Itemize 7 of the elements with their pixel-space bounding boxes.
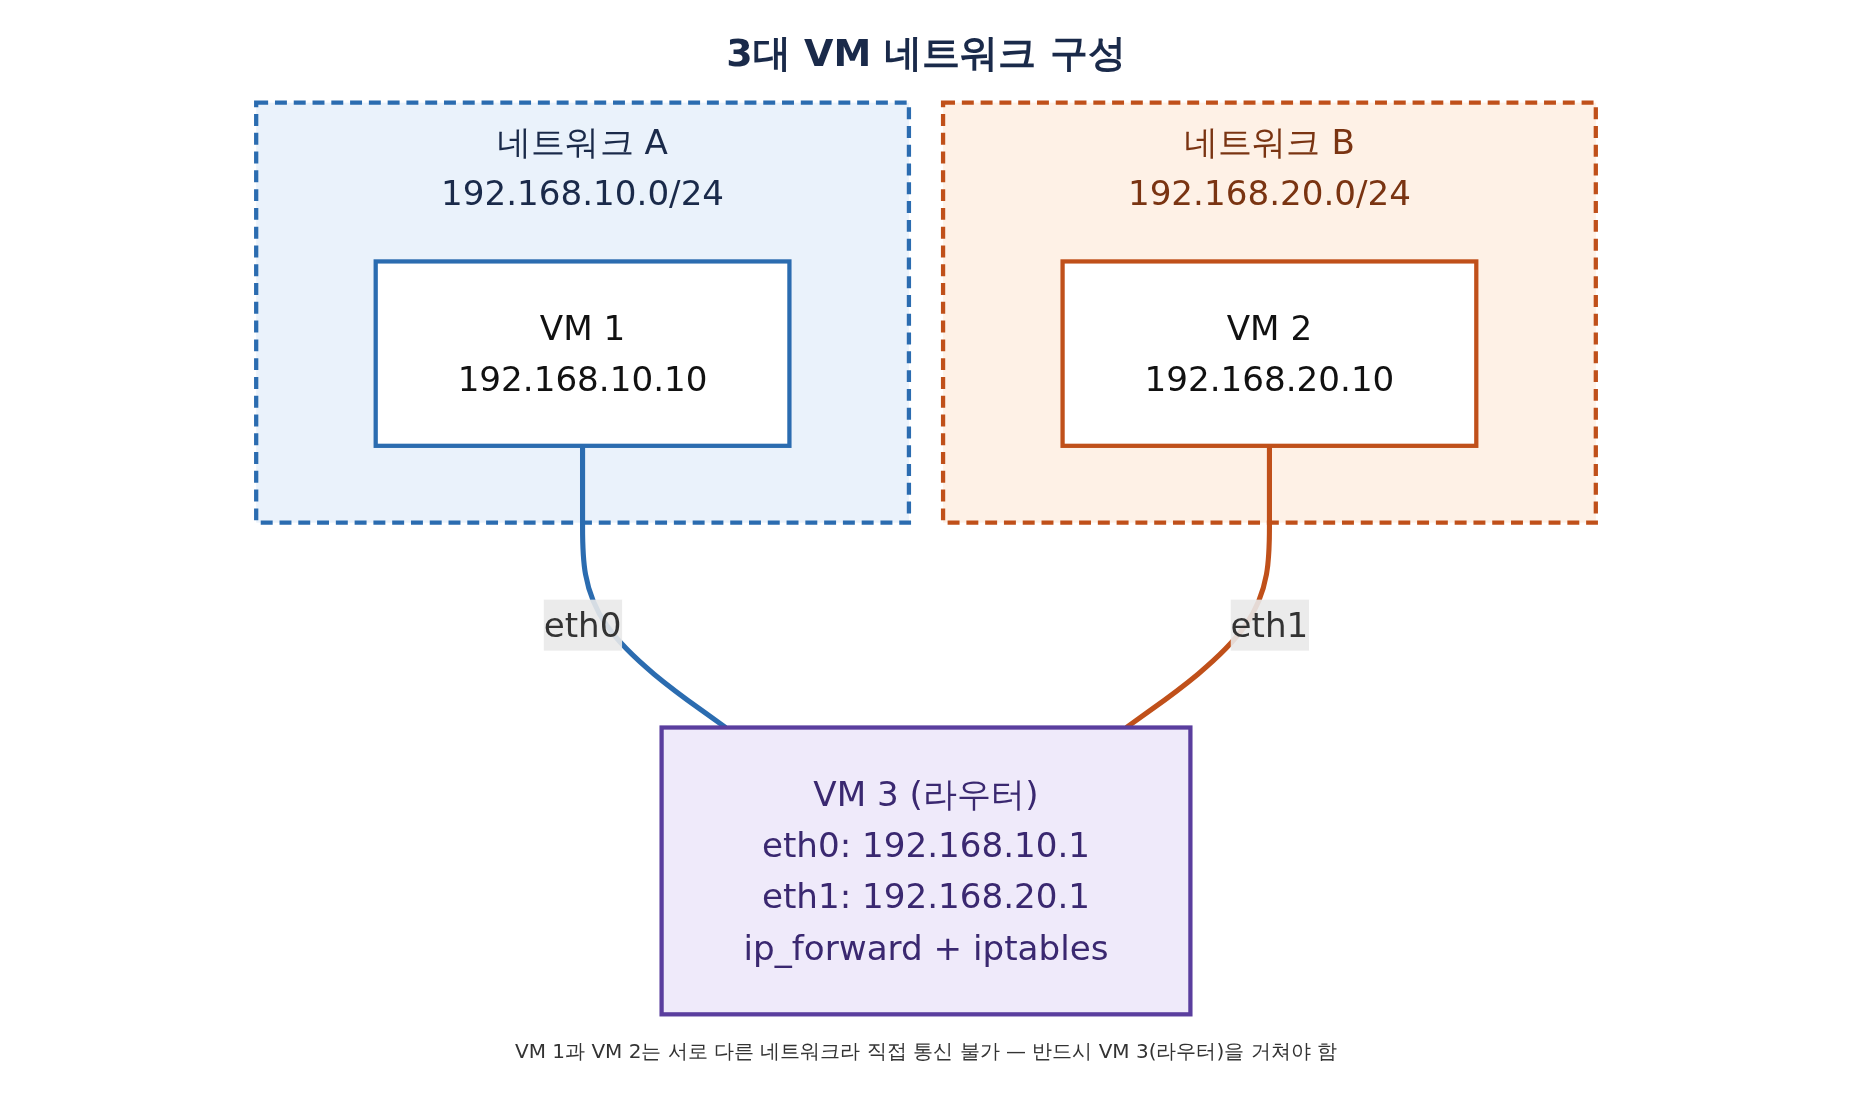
node-box: VM 1 192.168.10.10 — [373, 259, 792, 448]
node-box: VM 3 (라우터) eth0: 192.168.10.1 eth1: 192.168.20.1 ip_forward + iptables — [659, 725, 1193, 1017]
diagram-title: 3대 VM 네트워크 구성 — [726, 30, 1126, 77]
node-box: VM 2 192.168.20.10 — [1060, 259, 1479, 448]
edge-label: eth1 — [1230, 604, 1309, 646]
edge-label: eth0 — [543, 604, 622, 646]
caption: VM 1과 VM 2는 서로 다른 네트워크라 직접 통신 불가 — 반드시 VM 3(라우터)을 거쳐야 함 — [515, 1038, 1337, 1065]
